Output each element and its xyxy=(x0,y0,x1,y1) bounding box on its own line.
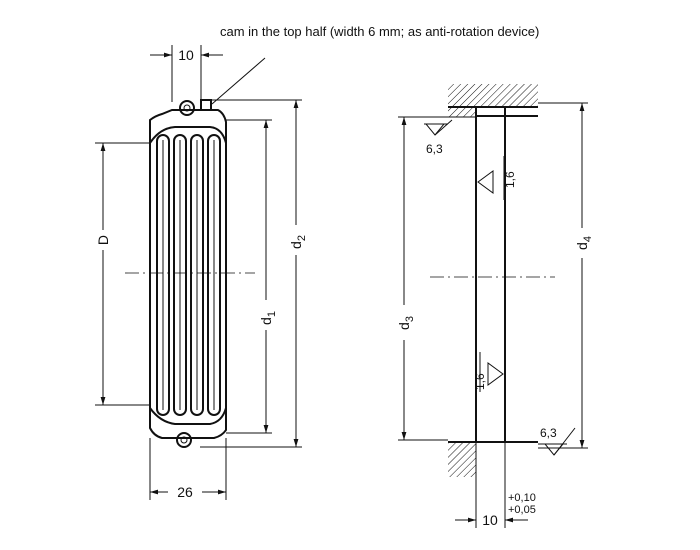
tolerance-lower: +0,05 xyxy=(508,504,536,516)
left-seal-view: 10 D d1 d2 xyxy=(95,45,308,500)
dim-D-label: D xyxy=(95,235,111,245)
svg-text:d1: d1 xyxy=(258,311,278,325)
roughness-mid-top-label: 1,6 xyxy=(503,171,517,188)
dim-d3: d3 xyxy=(396,116,476,441)
dim-D: D xyxy=(95,142,150,406)
dim-d3-label: d xyxy=(396,322,412,330)
dim-d4-sub: 4 xyxy=(582,236,594,242)
caption-text: cam in the top half (width 6 mm; as anti… xyxy=(220,24,540,39)
bottom-housing-hatch xyxy=(448,442,476,477)
dim-d2-sub: 2 xyxy=(296,235,308,241)
dim-d4: d4 xyxy=(538,102,594,449)
roughness-symbol-mid-top: 1,6 xyxy=(477,156,517,200)
roughness-symbol-bottom: 6,3 xyxy=(538,426,576,456)
right-groove-view: d3 d4 6,3 1,6 xyxy=(396,84,594,528)
dim-d4-label: d xyxy=(574,242,590,250)
dim-d2: d2 xyxy=(200,99,308,448)
dim-d1: d1 xyxy=(226,119,278,434)
dim-d1-label: d xyxy=(258,317,274,325)
roughness-bottom-label: 6,3 xyxy=(540,426,557,440)
dim-d3-sub: 3 xyxy=(404,316,416,322)
top-housing-hatch-side xyxy=(448,107,476,117)
dim-top-10-label: 10 xyxy=(178,47,194,63)
top-housing-hatch xyxy=(448,84,538,107)
roughness-symbol-mid-bottom: 1,6 xyxy=(473,352,504,392)
dim-bottom-26: 26 xyxy=(149,438,227,500)
dim-top-10: 10 xyxy=(150,45,223,102)
seal-outline xyxy=(149,109,227,439)
svg-text:d2: d2 xyxy=(288,235,308,249)
dim-d1-sub: 1 xyxy=(266,311,278,317)
dim-d2-label: d xyxy=(288,241,304,249)
dim-groove-10: 10 +0,10 +0,05 xyxy=(455,442,536,528)
svg-text:d4: d4 xyxy=(574,236,594,250)
roughness-symbol-top: 6,3 xyxy=(424,119,453,156)
top-cam xyxy=(179,99,212,116)
caption-leader xyxy=(211,57,266,105)
seal-ribs xyxy=(156,134,221,416)
dim-groove-10-label: 10 xyxy=(482,512,498,528)
groove-outline xyxy=(448,106,477,443)
svg-text:d3: d3 xyxy=(396,316,416,330)
dim-bottom-26-label: 26 xyxy=(177,484,193,500)
tolerance-upper: +0,10 xyxy=(508,492,536,504)
seal-top-band xyxy=(149,126,227,144)
seal-bottom-band xyxy=(149,407,227,425)
roughness-top-label: 6,3 xyxy=(426,142,443,156)
roughness-mid-bottom-label: 1,6 xyxy=(473,373,487,390)
bottom-hole xyxy=(176,432,192,448)
